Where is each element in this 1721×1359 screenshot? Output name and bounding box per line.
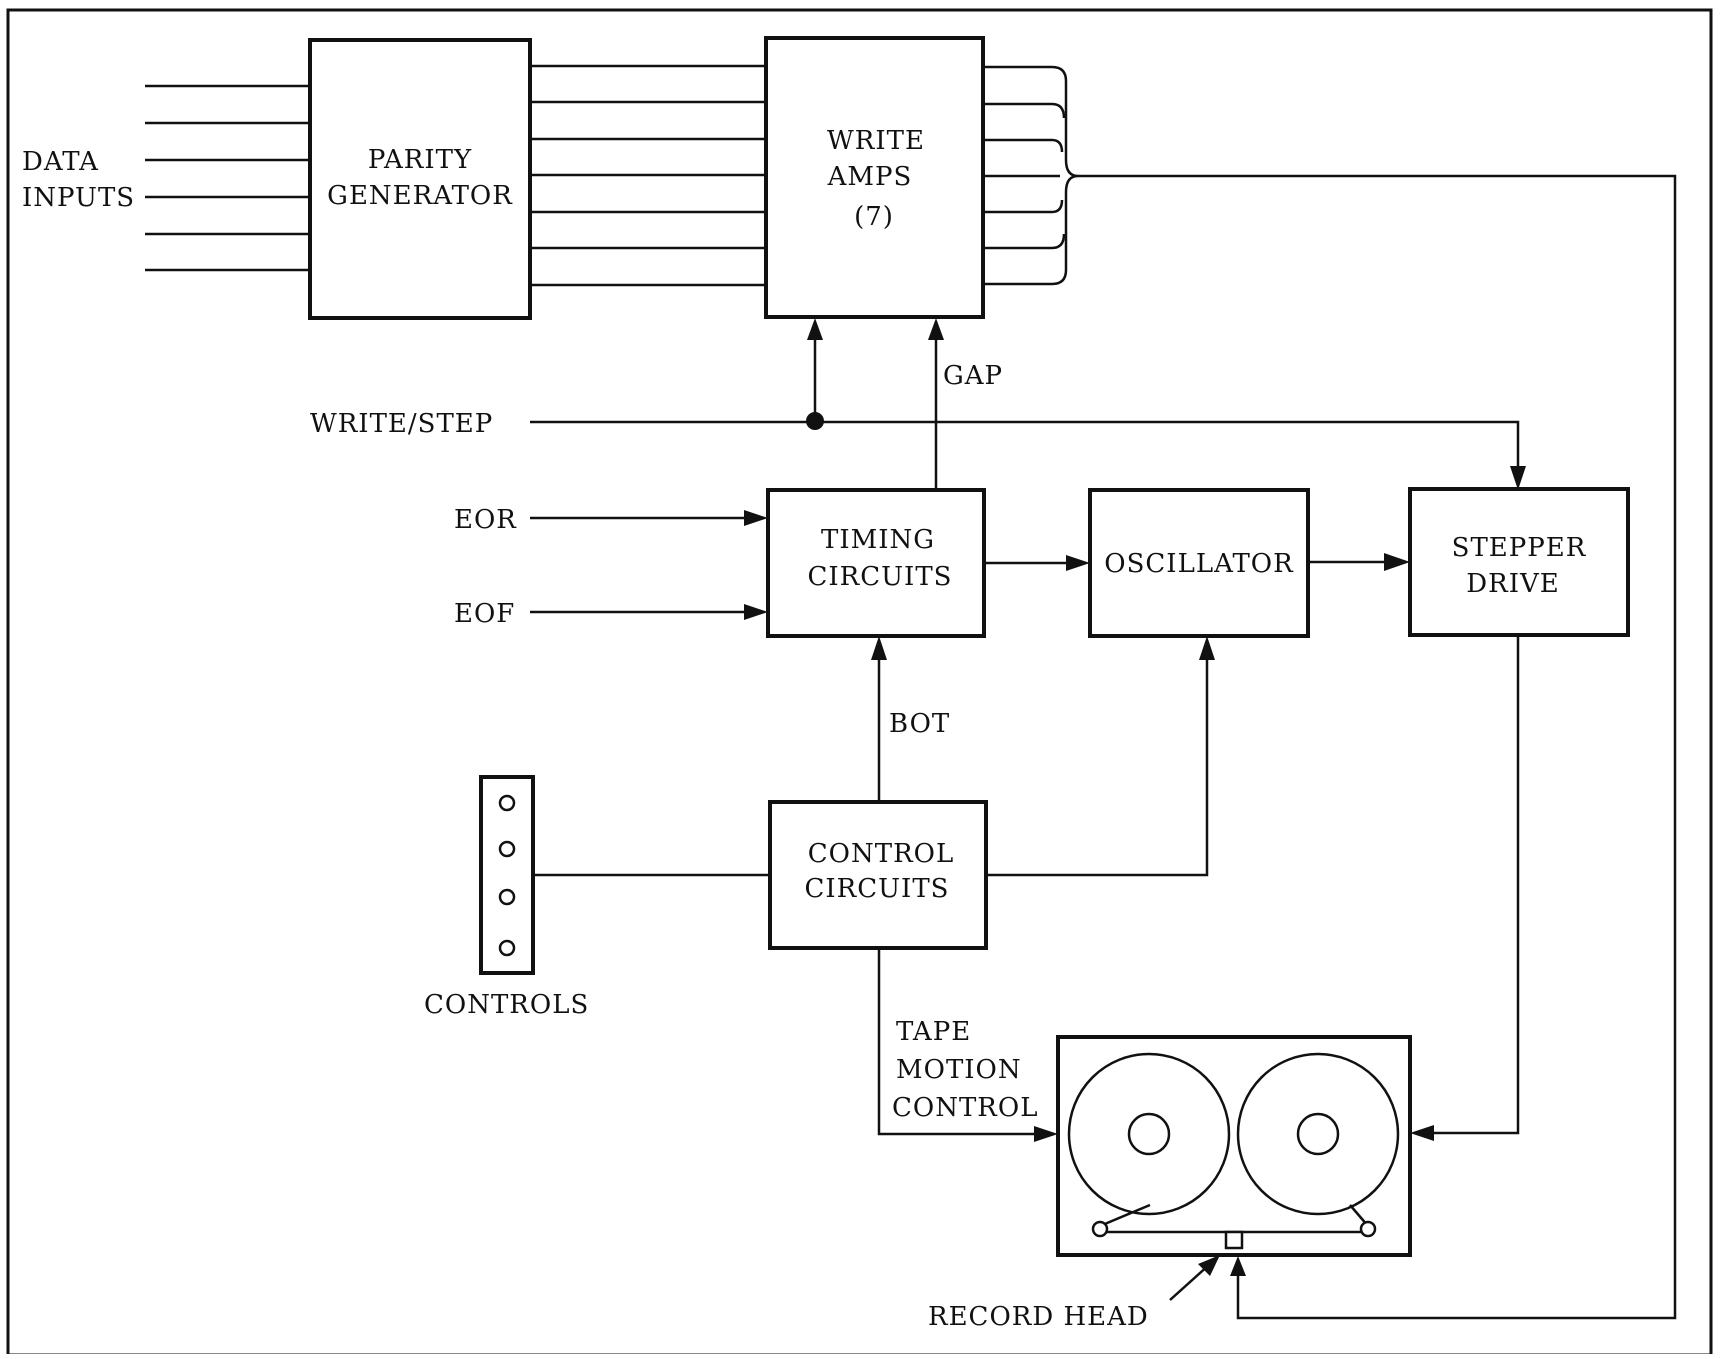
stepper-drive-label-1: STEPPER <box>1452 533 1587 563</box>
control-circuits-label-2: CIRCUITS <box>805 874 950 904</box>
control-circuits-label-1: CONTROL <box>808 839 954 869</box>
gap-arrow <box>928 318 944 340</box>
record-head-pointer-line <box>1169 1263 1211 1301</box>
write-amps-label-2: AMPS <box>827 162 913 192</box>
record-head-icon <box>1224 1230 1244 1250</box>
tape-motion-control-label-3: CONTROL <box>892 1093 1038 1123</box>
record-head-label: RECORD HEAD <box>928 1302 1149 1332</box>
write-amps-label-3: (7) <box>854 202 894 232</box>
write-amps-label-1: WRITE <box>827 126 925 156</box>
oscillator-label: OSCILLATOR <box>1104 549 1294 579</box>
tape-motion-control-arrow <box>1034 1126 1058 1142</box>
write-amps-output-bundle <box>983 65 1677 1320</box>
bot-arrow <box>871 636 887 660</box>
tape-motion-control-label-1: TAPE <box>896 1017 971 1047</box>
tape-reel-icon <box>1067 1052 1400 1238</box>
bot-label: BOT <box>889 709 950 739</box>
stepper-to-transport-arrow <box>1410 1125 1434 1141</box>
gap-label: GAP <box>943 361 1003 391</box>
record-head-pointer-arrow <box>1198 1255 1220 1276</box>
timing-circuits-box <box>766 488 986 638</box>
stepper-drive-box <box>1408 487 1630 637</box>
control-knob-icon <box>498 794 516 957</box>
parity-generator-box <box>308 38 532 320</box>
write-step-to-write-amps-arrow <box>807 318 823 340</box>
parity-to-write-amps-lines <box>530 64 766 287</box>
control-to-oscillator-arrow <box>1199 636 1215 660</box>
timing-to-oscillator-arrow <box>1066 555 1090 571</box>
data-inputs-label-1: DATA <box>22 147 99 177</box>
data-input-lines <box>145 84 310 272</box>
eor-arrow <box>744 510 768 526</box>
eof-label: EOF <box>454 599 515 629</box>
tape-motion-control-line <box>877 948 1040 1136</box>
write-step-line <box>530 420 1520 480</box>
control-circuits-box <box>768 800 988 950</box>
oscillator-box <box>1088 488 1310 638</box>
timing-circuits-label-2: CIRCUITS <box>808 562 953 592</box>
stepper-to-transport-line <box>1430 635 1520 1135</box>
stepper-drive-label-2: DRIVE <box>1466 569 1559 599</box>
eor-label: EOR <box>454 505 517 535</box>
eof-arrow <box>744 604 768 620</box>
timing-circuits-label-1: TIMING <box>821 525 935 555</box>
record-head-feed-arrow <box>1230 1256 1246 1276</box>
parity-generator-label-1: PARITY <box>368 145 472 175</box>
parity-generator-label-2: GENERATOR <box>327 181 513 211</box>
tape-motion-control-label-2: MOTION <box>896 1055 1022 1085</box>
write-amps-box <box>764 36 985 319</box>
data-inputs-label-2: INPUTS <box>22 183 135 213</box>
oscillator-to-stepper-arrow <box>1384 553 1410 571</box>
write-step-label: WRITE/STEP <box>310 409 493 439</box>
control-to-oscillator-line <box>984 652 1209 877</box>
write-step-to-stepper-arrow <box>1510 466 1526 490</box>
controls-label: CONTROLS <box>424 990 589 1020</box>
